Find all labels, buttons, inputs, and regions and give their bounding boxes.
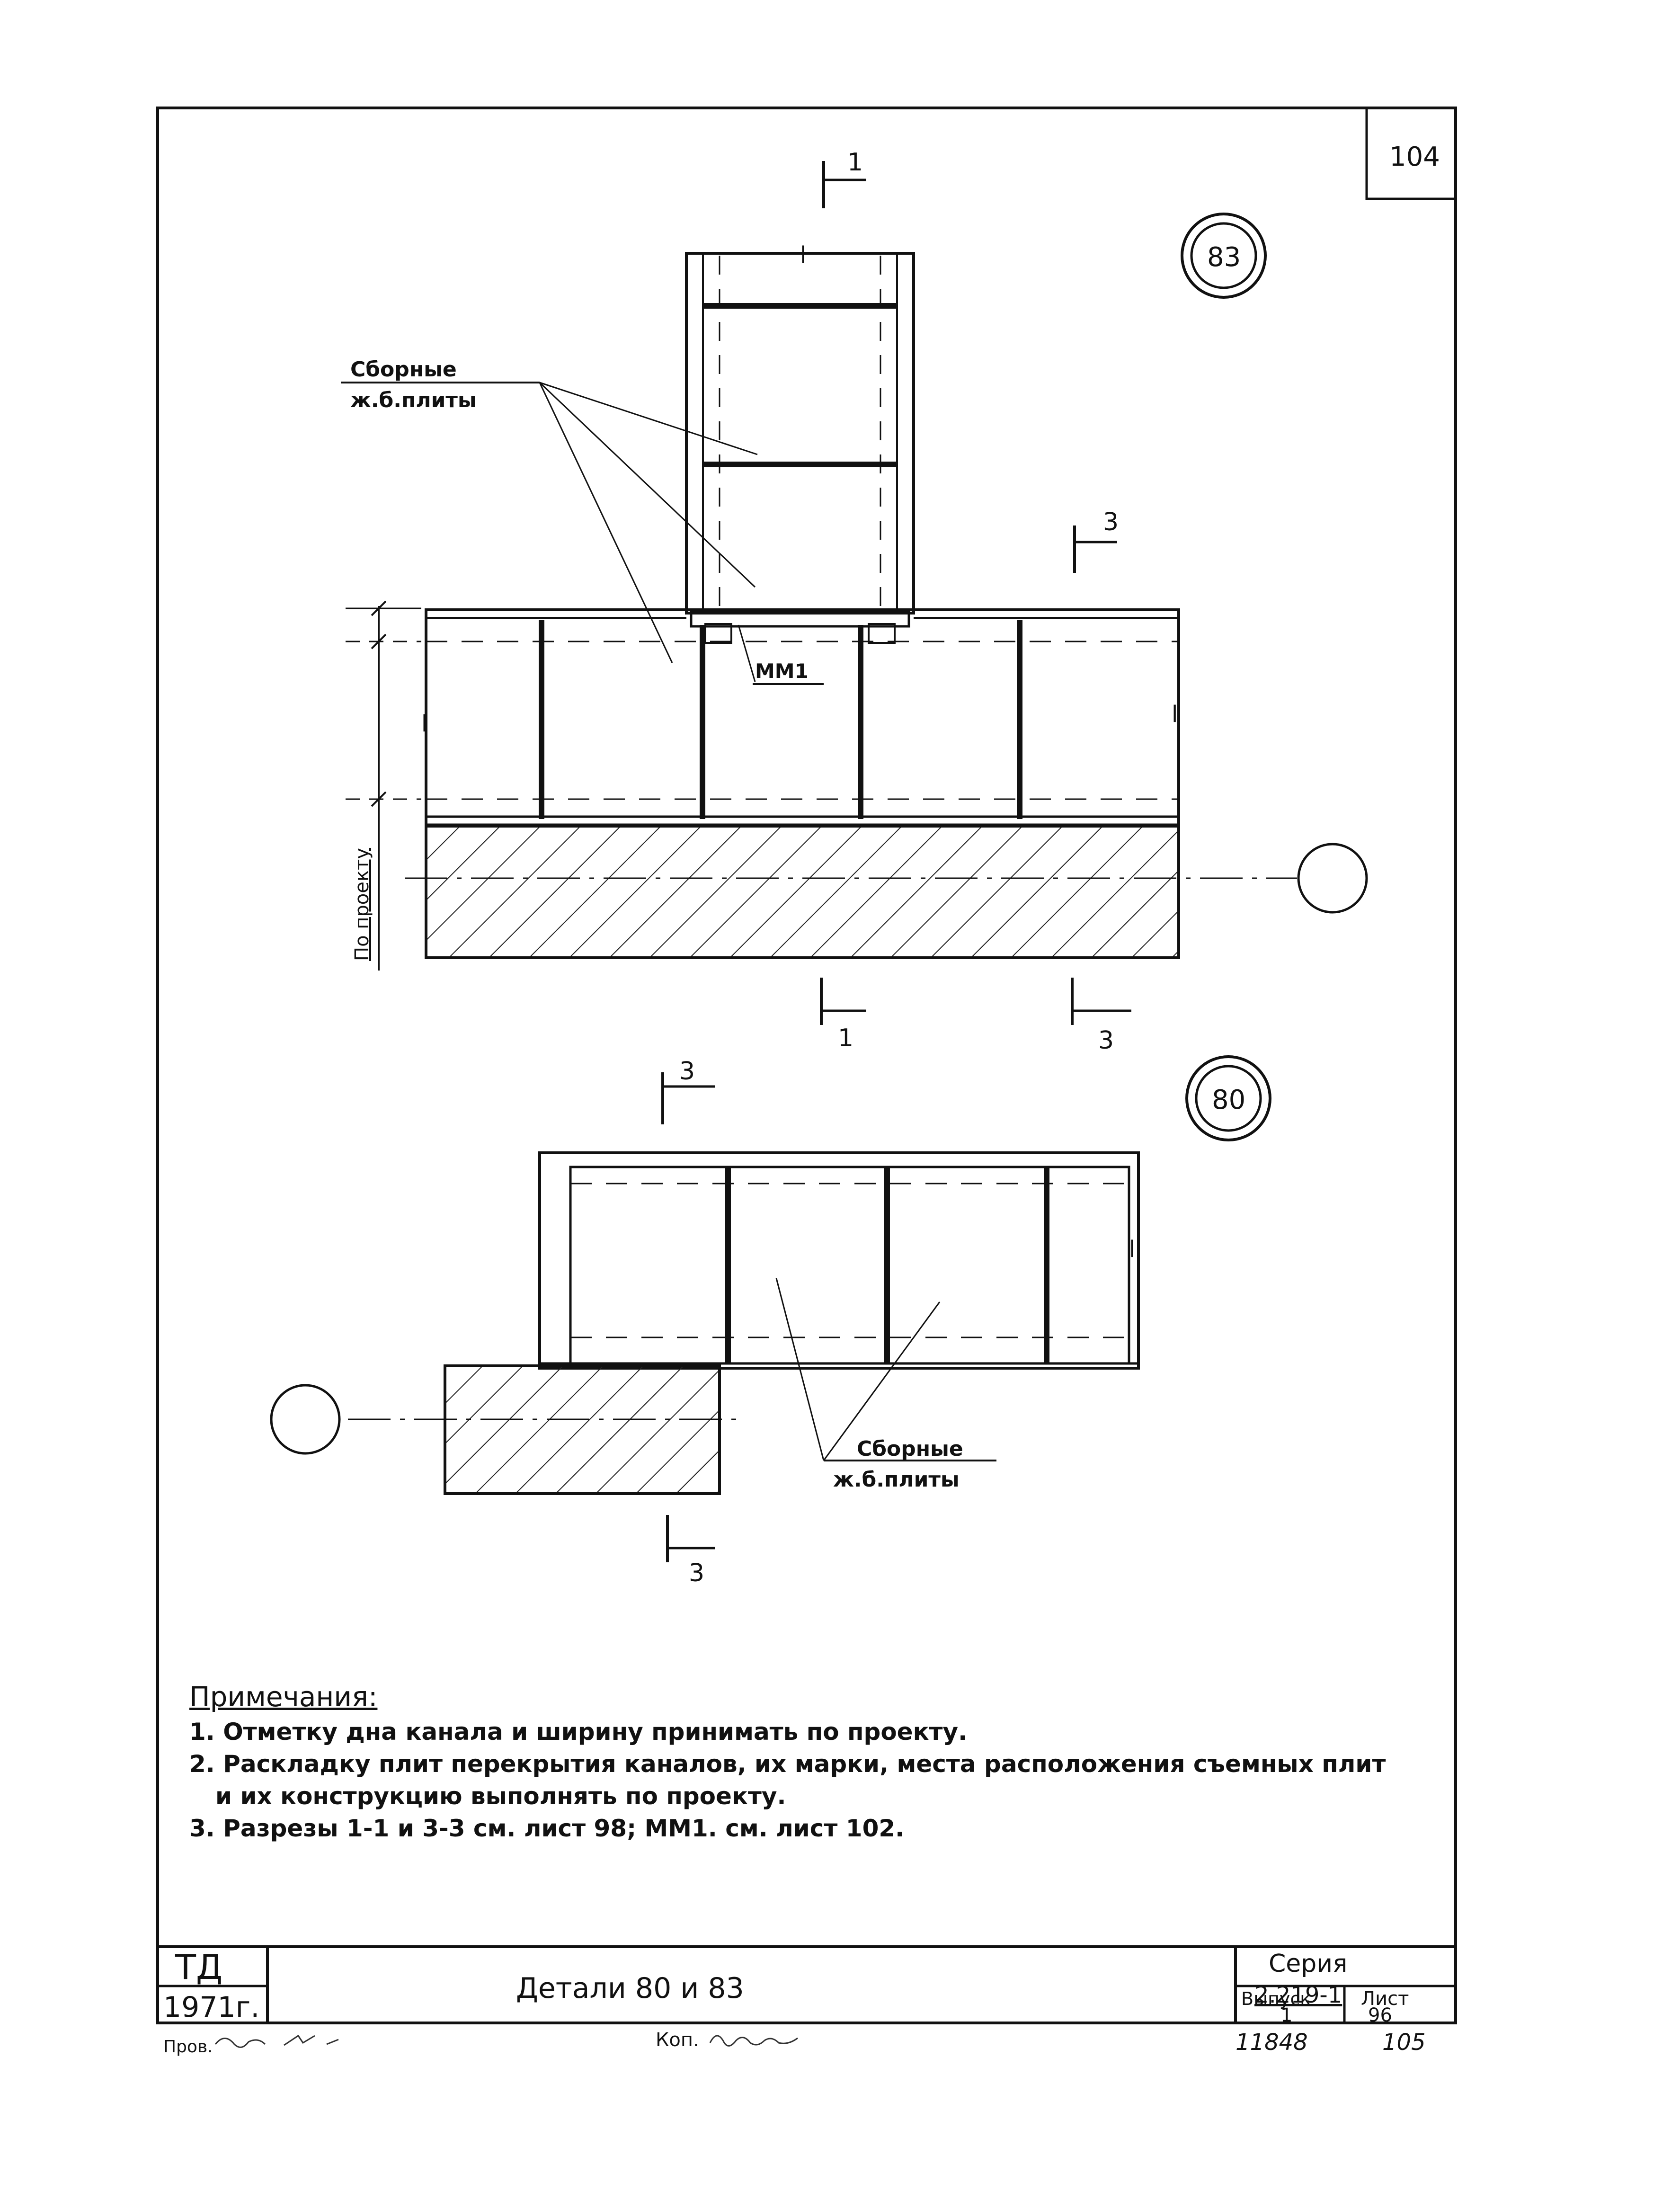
checker-signature — [214, 2034, 339, 2048]
mm1-leader — [738, 624, 756, 682]
lower-slab-joint-1 — [725, 1167, 731, 1363]
detail-80-mark: 80 — [1212, 1085, 1245, 1115]
upper-detail: 83 l 1 l l — [341, 148, 1368, 1055]
axis-node-circle-lower — [270, 1384, 341, 1455]
footer-page-number: 105 — [1382, 2029, 1426, 2056]
detail-83-inner-circle — [1190, 222, 1257, 289]
main-span-mark-right: l — [1172, 701, 1178, 728]
main-slab-joint-3 — [858, 625, 863, 819]
channel-wall-hatched — [425, 825, 1180, 959]
title-block-series-label: Серия — [1269, 1950, 1347, 1978]
title-block: ТД 1971г. Детали 80 и 83 Серия 2.219-1 В… — [158, 1945, 1456, 2026]
lower-section-3-bottom-label: 3 — [689, 1559, 704, 1587]
lower-detail: 80 3 l Сборные ж.б.плиты 3 — [270, 1055, 1271, 1587]
lower-leader-1 — [775, 1278, 825, 1461]
title-block-issue-value: 1 — [1280, 2004, 1292, 2026]
title-block-series-value: 2.219-1 — [1254, 1982, 1342, 2008]
upper-leader-3 — [539, 382, 673, 663]
main-slab-joint-4 — [1017, 620, 1022, 819]
title-block-issue-label: Выпуск — [1241, 1988, 1311, 2009]
support-plate — [690, 611, 910, 628]
lower-slab-label-line1: Сборные — [857, 1437, 963, 1461]
branch-span-mark: l — [800, 242, 806, 268]
footer-checked-label: Пров. — [163, 2037, 213, 2057]
title-block-org: ТД — [175, 1947, 222, 1987]
dimension-tick-2 — [371, 633, 387, 650]
sheet-frame — [156, 107, 1457, 2024]
title-block-sheet-label: Лист — [1361, 1988, 1409, 2010]
lower-slab-joint-3 — [1044, 1167, 1049, 1363]
note-2: 2. Раскладку плит перекрытия каналов, их… — [189, 1750, 1386, 1778]
main-slab-joint-2 — [700, 625, 705, 819]
section-3-bottom-label: 3 — [1098, 1026, 1114, 1055]
upper-slab-label-line2: ж.б.плиты — [350, 388, 477, 412]
notes-heading: Примечания: — [189, 1681, 378, 1713]
section-1-top-label: 1 — [847, 148, 863, 177]
section-3-top-label: 3 — [1103, 508, 1119, 536]
footer-archive-number: 11848 — [1236, 2029, 1308, 2056]
axis-node-circle-upper — [1297, 843, 1368, 914]
main-slab-joint-1 — [539, 620, 544, 819]
upper-slab-label-line1: Сборные — [350, 357, 457, 382]
lower-span-mark: l — [1129, 1236, 1135, 1263]
note-1: 1. Отметку дна канала и ширину принимать… — [189, 1718, 968, 1746]
note-3: 3. Разрезы 1-1 и 3-3 см. лист 98; ММ1. с… — [189, 1815, 905, 1842]
lower-section-3-top-label: 3 — [679, 1057, 695, 1086]
footer-copied-label: Коп. — [656, 2029, 699, 2051]
detail-80-outer-circle — [1185, 1055, 1271, 1141]
dimension-tick-3 — [371, 791, 387, 807]
branch-slab-joint-2 — [703, 462, 897, 467]
detail-80-inner-circle — [1195, 1065, 1262, 1132]
lower-slab-joint-2 — [884, 1167, 890, 1363]
title-block-sheet-value: 96 — [1368, 2004, 1392, 2026]
embedded-part-right — [868, 623, 896, 644]
detail-83-outer-circle — [1181, 213, 1267, 299]
title-block-year: 1971г. — [163, 1991, 259, 2024]
main-span-mark-left: l — [421, 711, 427, 737]
upper-leader-2 — [539, 382, 756, 588]
section-1-bottom-label: 1 — [838, 1024, 853, 1052]
lower-wall-hatched — [444, 1364, 721, 1495]
page-number-box — [1365, 108, 1456, 200]
depth-dimension-label: По проекту — [351, 848, 373, 961]
title-block-title: Детали 80 и 83 — [516, 1972, 744, 2005]
copier-signature — [709, 2035, 798, 2047]
lower-channel-outline — [538, 1151, 1140, 1370]
mm1-label: ММ1 — [755, 659, 809, 683]
branch-slab-joint-1 — [703, 303, 897, 309]
dimension-tick-1 — [371, 600, 387, 616]
lower-slab-label-line2: ж.б.плиты — [833, 1468, 960, 1492]
lower-leader-2 — [823, 1301, 941, 1461]
note-2-continued: и их конструкцию выполнять по проекту. — [215, 1782, 786, 1810]
notes-block: Примечания: 1. Отметку дна канала и шири… — [189, 1681, 1467, 1844]
detail-83-mark: 83 — [1207, 242, 1241, 273]
page-number: 104 — [1389, 142, 1440, 172]
upper-leader-1 — [539, 382, 758, 455]
